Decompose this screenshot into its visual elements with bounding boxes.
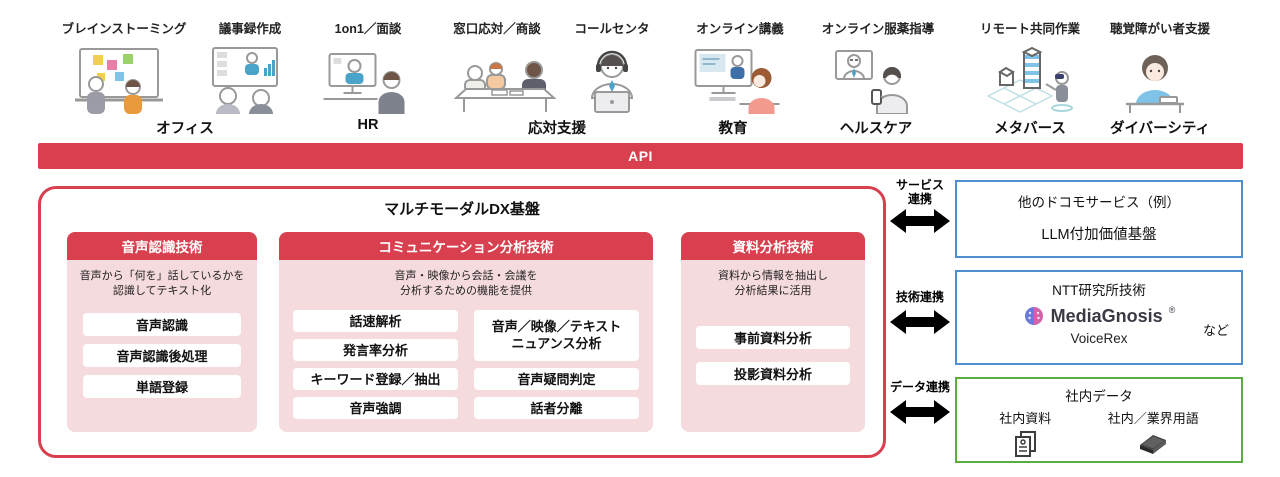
online-medication-illustration — [822, 46, 922, 114]
voicerex-label: VoiceRex — [1070, 331, 1128, 346]
scenario-label-counter-service: 窓口応対／商談 — [453, 22, 541, 36]
category-label-diversity: ダイバーシティ — [1109, 121, 1211, 137]
category-label-metaverse: メタバース — [994, 121, 1066, 137]
multimodal-dx-platform-box: マルチモーダルDX基盤 音声認識技術 音声から「何を」話しているかを 認識してテ… — [38, 186, 886, 458]
online-lecture-illustration — [688, 46, 783, 114]
category-label-healthcare: ヘルスケア — [839, 121, 913, 137]
brainstorming-illustration — [66, 46, 170, 114]
registered-mark: ® — [1168, 305, 1176, 315]
tech-item: 音声強調 — [293, 396, 458, 419]
internal-data-title: 社内データ — [1065, 389, 1133, 404]
counter-service-illustration — [450, 46, 560, 114]
communication-analysis-header: コミュニケーション分析技術 — [279, 232, 653, 260]
tech-item: 音声認識後処理 — [83, 343, 241, 367]
double-arrow-icon — [890, 310, 950, 334]
category-label-office: オフィス — [156, 121, 214, 137]
double-arrow-icon — [890, 400, 950, 424]
communication-analysis-items: 話速解析 発言率分析 キーワード登録／抽出 音声強調 音声／映像／テキスト ニュ… — [279, 309, 653, 419]
document-analysis-description: 資料から情報を抽出し 分析結果に活用 — [718, 270, 828, 298]
tech-item: 事前資料分析 — [696, 325, 850, 349]
docomo-services-box: 他のドコモサービス（例） LLM付加価値基盤 — [955, 180, 1243, 258]
scenario-label-hearing-support: 聴覚障がい者支援 — [1109, 22, 1211, 36]
tech-item: 投影資料分析 — [696, 361, 850, 385]
llm-platform-label: LLM付加価値基盤 — [1041, 227, 1157, 243]
double-arrow-icon — [890, 209, 950, 233]
communication-analysis-column: コミュニケーション分析技術 音声・映像から会話・会議を 分析するための機能を提供… — [279, 232, 653, 432]
tech-item: キーワード登録／抽出 — [293, 367, 458, 390]
category-label-response-support: 応対支援 — [528, 121, 586, 137]
one-on-one-illustration — [318, 46, 413, 114]
tech-item: 音声疑問判定 — [474, 367, 639, 390]
brain-icon — [1024, 307, 1043, 325]
category-label-education: 教育 — [718, 121, 748, 137]
document-analysis-header: 資料分析技術 — [681, 232, 865, 260]
hearing-support-illustration — [1116, 46, 1194, 114]
minutes-illustration — [195, 46, 295, 114]
technology-link-label: 技術連携 — [895, 290, 945, 304]
mediagnosis-wordmark: MediaGnosis — [1050, 306, 1163, 326]
document-icon — [1015, 431, 1037, 457]
scenario-label-online-medication: オンライン服薬指導 — [821, 22, 935, 36]
api-bar-label: API — [628, 148, 653, 164]
scenario-label-one-on-one: 1on1／面談 — [334, 22, 402, 36]
call-center-illustration — [573, 46, 651, 114]
mediagnosis-logo: MediaGnosis ® — [957, 305, 1241, 327]
ntt-lab-title: NTT研究所技術 — [1052, 283, 1146, 298]
scenario-label-brainstorming: ブレインストーミング — [61, 22, 187, 36]
internal-documents-item: 社内資料 — [999, 408, 1051, 459]
data-link-label: データ連携 — [889, 380, 951, 394]
internal-data-box: 社内データ 社内資料 社内／業界用語 — [955, 377, 1243, 463]
scenario-label-call-center: コールセンタ — [574, 22, 650, 36]
scenario-label-minutes: 議事録作成 — [218, 22, 282, 36]
remote-collaboration-illustration — [980, 46, 1080, 114]
etc-note: など — [1202, 323, 1229, 338]
speech-recognition-items: 音声認識 音声認識後処理 単語登録 — [67, 312, 257, 398]
document-analysis-column: 資料分析技術 資料から情報を抽出し 分析結果に活用 事前資料分析 投影資料分析 — [681, 232, 865, 432]
communication-analysis-items-left: 話速解析 発言率分析 キーワード登録／抽出 音声強調 — [293, 309, 458, 419]
speech-recognition-description: 音声から「何を」話しているかを 認識してテキスト化 — [79, 270, 245, 298]
category-label-hr: HR — [357, 117, 379, 133]
communication-analysis-description: 音声・映像から会話・会議を 分析するための機能を提供 — [394, 270, 538, 298]
tech-item: 話速解析 — [293, 309, 458, 332]
speech-recognition-column: 音声認識技術 音声から「何を」話しているかを 認識してテキスト化 音声認識 音声… — [67, 232, 257, 432]
tech-item: 音声認識 — [83, 312, 241, 336]
platform-title: マルチモーダルDX基盤 — [384, 201, 540, 218]
book-icon — [1140, 435, 1167, 454]
scenario-label-remote-collaboration: リモート共同作業 — [979, 22, 1081, 36]
tech-item: 話者分離 — [474, 396, 639, 419]
service-link-label: サービス 連携 — [895, 178, 945, 207]
api-bar: API — [38, 143, 1243, 169]
tech-item: 発言率分析 — [293, 338, 458, 361]
speech-recognition-header: 音声認識技術 — [67, 232, 257, 260]
ntt-lab-box: NTT研究所技術 MediaGnosis ® VoiceRex など — [955, 270, 1243, 365]
scenario-label-online-lecture: オンライン講義 — [696, 22, 784, 36]
tech-item: 単語登録 — [83, 374, 241, 398]
tech-item: 音声／映像／テキスト ニュアンス分析 — [474, 309, 639, 361]
communication-analysis-items-right: 音声／映像／テキスト ニュアンス分析 音声疑問判定 話者分離 — [474, 309, 639, 419]
docomo-services-title: 他のドコモサービス（例） — [1018, 195, 1180, 210]
document-analysis-items: 事前資料分析 投影資料分析 — [681, 325, 865, 385]
industry-terms-item: 社内／業界用語 — [1108, 408, 1199, 459]
